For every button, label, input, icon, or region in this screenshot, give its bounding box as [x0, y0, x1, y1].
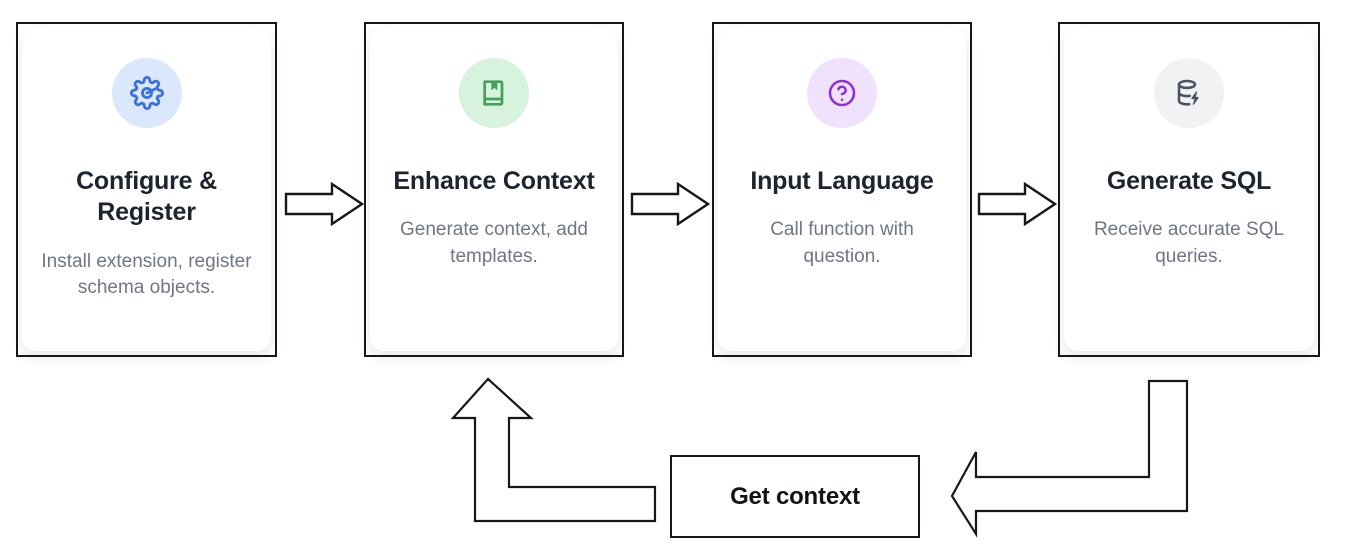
- gear-icon: [111, 58, 182, 128]
- book-bookmark-icon: [459, 58, 529, 128]
- card-title: Enhance Context: [393, 167, 595, 195]
- step-card-enhance-context[interactable]: Enhance Context Generate context, add te…: [364, 22, 624, 357]
- card-description: Install extension, register schema objec…: [41, 250, 252, 299]
- step-card-input-language[interactable]: Input Language Call function with questi…: [712, 22, 972, 357]
- arrow-step2-step3: [630, 181, 711, 231]
- card-title: Generate SQL: [1106, 167, 1272, 195]
- card-description: Receive accurate SQL queries.: [1093, 219, 1285, 268]
- arrow-step1-step2: [284, 181, 365, 231]
- card-description: Generate context, add templates.: [399, 219, 588, 268]
- arrow-step3-step4: [977, 181, 1058, 231]
- question-circle-icon: [807, 58, 877, 128]
- card-description: Call function with question.: [770, 219, 914, 268]
- card-title: Input Language: [750, 167, 934, 195]
- step-card-generate-sql[interactable]: Generate SQL Receive accurate SQL querie…: [1058, 22, 1320, 357]
- database-bolt-icon: [1154, 58, 1224, 128]
- card-content: Generate SQL Receive accurate SQL querie…: [1060, 46, 1318, 271]
- feedback-arrow-from-generate-sql: [950, 379, 1189, 538]
- feedback-arrow-to-enhance-context: [450, 377, 657, 523]
- get-context-label: Get context: [730, 482, 860, 510]
- step-card-configure-register[interactable]: Configure & Register Install extension, …: [16, 22, 277, 357]
- card-content: Input Language Call function with questi…: [714, 46, 970, 271]
- card-content: Configure & Register Install extension, …: [18, 46, 275, 302]
- card-title: Configure & Register: [76, 167, 217, 227]
- card-content: Enhance Context Generate context, add te…: [366, 46, 622, 271]
- get-context-box[interactable]: Get context: [670, 455, 920, 538]
